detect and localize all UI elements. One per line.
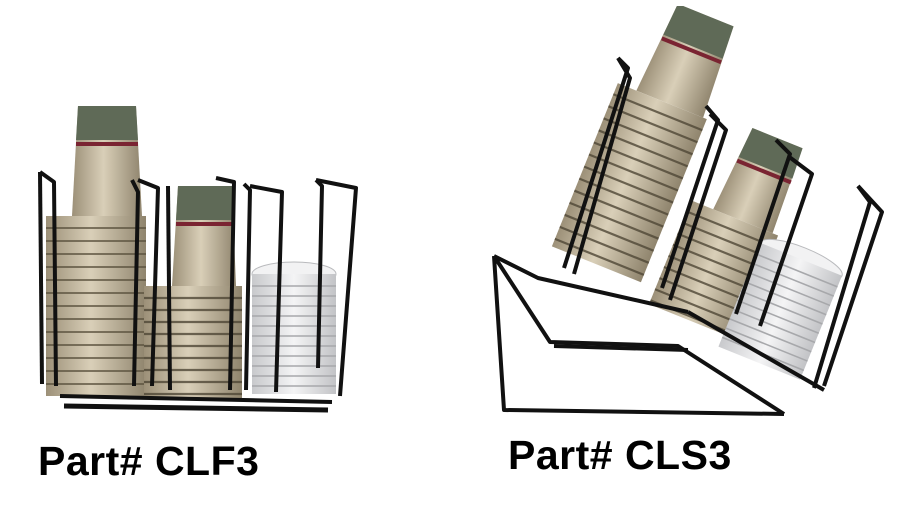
cup-stack-middle: [144, 186, 242, 398]
part-number-label-cls3: Part# CLS3: [508, 432, 732, 478]
cup-stack-left: [46, 106, 146, 396]
part-number-label-clf3: Part# CLF3: [38, 438, 260, 484]
cup-stack-left-tilted: [551, 6, 734, 283]
lid-stack: [251, 261, 337, 394]
product-image-clf3: [20, 96, 380, 426]
product-image-cls3: [478, 6, 898, 426]
wire-rack-slanted: [492, 56, 884, 416]
wire-rack-flat: [38, 170, 358, 413]
